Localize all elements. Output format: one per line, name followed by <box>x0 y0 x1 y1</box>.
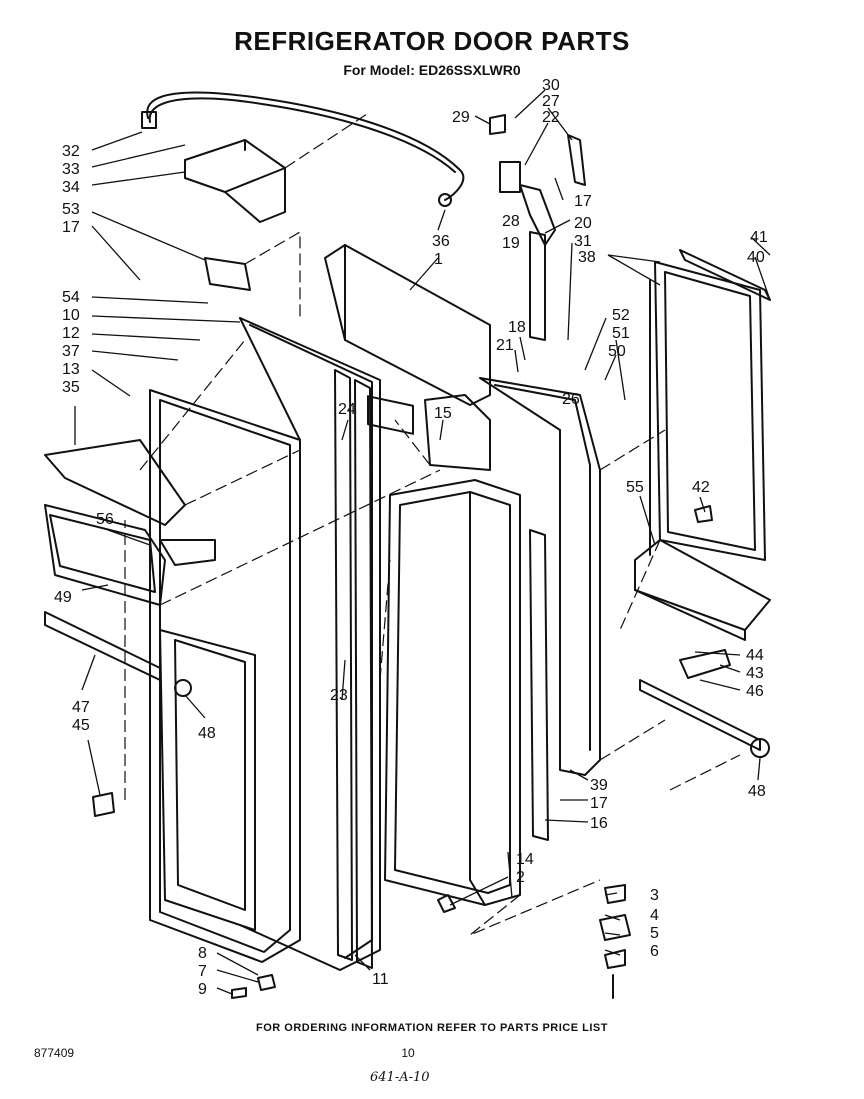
right-door-outer <box>479 377 601 776</box>
left-gasket <box>334 369 353 961</box>
wire-harness <box>146 91 465 201</box>
callout-14: 14 <box>516 851 534 868</box>
callout-53: 53 <box>62 201 80 218</box>
page-number: 10 <box>401 1046 415 1060</box>
callout-11: 11 <box>372 971 389 988</box>
callout-43: 43 <box>746 665 764 682</box>
callout-3: 3 <box>650 887 659 904</box>
callout-40: 40 <box>747 249 765 266</box>
trim-strip <box>639 679 761 751</box>
callout-9: 9 <box>198 981 207 998</box>
right-door-frame <box>384 479 521 906</box>
callout-8: 8 <box>198 945 207 962</box>
callout-45: 45 <box>72 717 90 734</box>
callout-10: 10 <box>62 307 80 324</box>
page-title: REFRIGERATOR DOOR PARTS <box>234 26 630 56</box>
document-number: 877409 <box>34 1046 75 1060</box>
callout-16: 16 <box>590 815 608 832</box>
callout-2: 2 <box>516 869 525 886</box>
callout-23: 23 <box>330 687 348 704</box>
callout-4: 4 <box>650 907 659 924</box>
callout-18: 18 <box>508 319 526 336</box>
callout-49: 49 <box>54 589 72 606</box>
control-box <box>184 139 286 223</box>
callout-27: 27 <box>542 93 560 110</box>
callout-22: 22 <box>542 109 560 126</box>
callout-15: 15 <box>434 405 452 422</box>
callout-48-right: 48 <box>748 783 766 800</box>
handwritten-code: 641-A-10 <box>370 1070 430 1085</box>
hinge-cap-48 <box>750 738 770 758</box>
callout-39: 39 <box>590 777 608 794</box>
callout-31: 31 <box>574 233 592 250</box>
callout-52: 52 <box>612 307 630 324</box>
callout-38: 38 <box>578 249 596 266</box>
callout-1: 1 <box>434 251 443 268</box>
callout-29: 29 <box>452 109 470 126</box>
door-gasket-frame <box>654 261 766 561</box>
callout-20: 20 <box>574 215 592 232</box>
left-door-liner <box>239 317 381 971</box>
shelf-bracket <box>424 394 491 471</box>
callout-44: 44 <box>746 647 764 664</box>
pad-45 <box>92 792 115 817</box>
dispenser-trim <box>44 504 166 606</box>
callout-26: 26 <box>562 391 580 408</box>
model-subtitle: For Model: ED26SSXLWR0 <box>343 62 521 78</box>
callout-21: 21 <box>496 337 514 354</box>
callout-41: 41 <box>750 229 768 246</box>
callout-6: 6 <box>650 943 659 960</box>
bottom-hinge <box>604 884 626 904</box>
switch-bracket <box>204 257 251 291</box>
callout-56: 56 <box>96 511 114 528</box>
callout-34: 34 <box>62 179 80 196</box>
callout-12: 12 <box>62 325 80 342</box>
left-door-outer <box>149 389 301 963</box>
callout-47: 47 <box>72 699 90 716</box>
callout-37: 37 <box>62 343 80 360</box>
dispenser-cover <box>44 439 186 526</box>
callout-36: 36 <box>432 233 450 250</box>
callout-46: 46 <box>746 683 764 700</box>
callout-17-bottom: 17 <box>590 795 608 812</box>
callout-54: 54 <box>62 289 80 306</box>
callout-55: 55 <box>626 479 644 496</box>
hinge-pin <box>529 231 546 341</box>
callout-51: 51 <box>612 325 630 342</box>
callout-50: 50 <box>608 343 626 360</box>
callout-13: 13 <box>62 361 80 378</box>
callout-17-hinge: 17 <box>574 193 592 210</box>
connector-icon <box>141 111 157 129</box>
callout-19: 19 <box>502 235 520 252</box>
callout-28: 28 <box>502 213 520 230</box>
hinge-cap-48-left <box>174 679 192 697</box>
callout-48-left: 48 <box>198 725 216 742</box>
dispenser-bar <box>44 611 161 681</box>
callout-35: 35 <box>62 379 80 396</box>
callout-33: 33 <box>62 161 80 178</box>
callout-30: 30 <box>542 77 560 94</box>
callout-7: 7 <box>198 963 207 980</box>
callout-5: 5 <box>650 925 659 942</box>
callout-17-top: 17 <box>62 219 80 236</box>
callout-32: 32 <box>62 143 80 160</box>
callout-24: 24 <box>338 401 356 418</box>
door-bin <box>634 539 771 631</box>
callout-42: 42 <box>692 479 710 496</box>
top-hinge <box>519 184 556 246</box>
ordering-info-footer: FOR ORDERING INFORMATION REFER TO PARTS … <box>256 1022 608 1034</box>
